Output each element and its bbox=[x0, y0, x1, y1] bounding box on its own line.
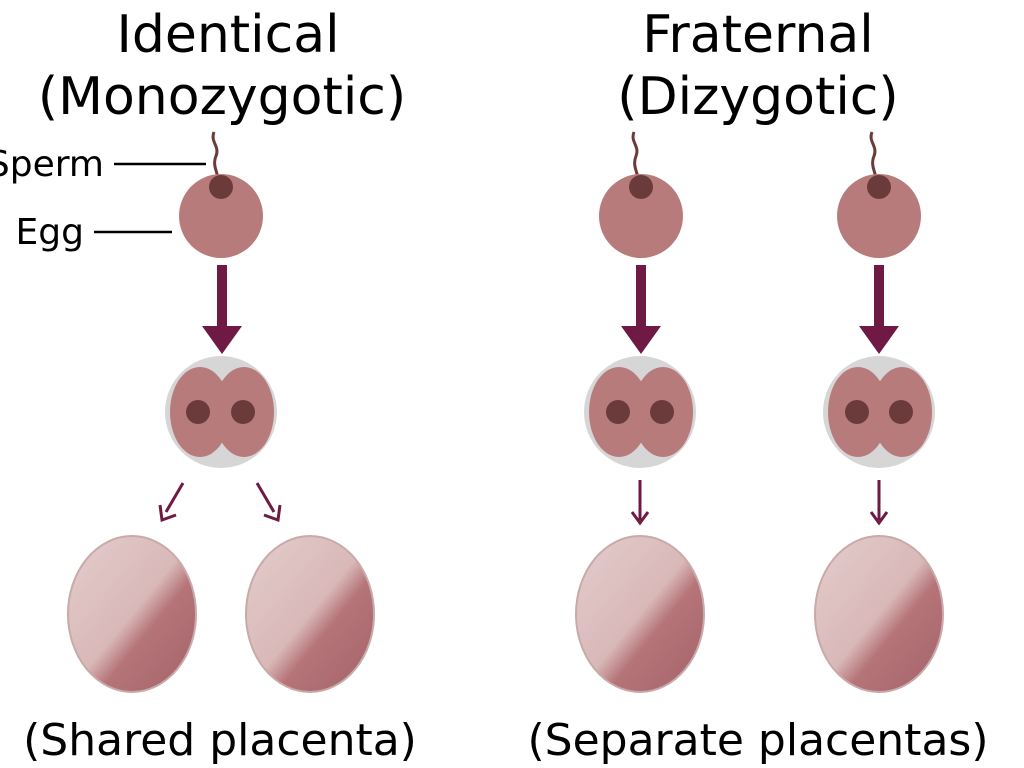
nucleus-left bbox=[186, 400, 210, 424]
nucleus-right bbox=[650, 400, 674, 424]
sperm-tail bbox=[211, 131, 220, 181]
sperm-nucleus bbox=[209, 175, 233, 199]
nucleus-left bbox=[845, 400, 869, 424]
fraternal-two-cell-embryo-2 bbox=[823, 356, 935, 468]
identical-fertilized-egg bbox=[179, 131, 263, 258]
egg-cell bbox=[179, 174, 263, 258]
identical-caption: (Shared placenta) bbox=[23, 715, 417, 766]
sperm-tail bbox=[869, 131, 878, 181]
sperm-nucleus bbox=[867, 175, 891, 199]
sperm-nucleus bbox=[629, 175, 653, 199]
fraternal-title-line1: Fraternal bbox=[642, 5, 874, 65]
fraternal-fertilized-egg-1 bbox=[599, 131, 683, 258]
nucleus-right bbox=[231, 400, 255, 424]
fraternal-arrow-down-1 bbox=[621, 265, 661, 354]
identical-arrow-down bbox=[202, 265, 242, 354]
fraternal-two-cell-embryo-1 bbox=[584, 356, 696, 468]
identical-split-arrows bbox=[158, 482, 282, 523]
fraternal-small-arrow-2 bbox=[869, 480, 889, 526]
identical-placenta-right bbox=[245, 535, 375, 693]
fraternal-arrow-down-2 bbox=[859, 265, 899, 354]
nucleus-left bbox=[606, 400, 630, 424]
nucleus-right bbox=[889, 400, 913, 424]
sperm-tail bbox=[631, 131, 640, 181]
egg-cell bbox=[837, 174, 921, 258]
egg-cell bbox=[599, 174, 683, 258]
egg-label: Egg bbox=[16, 212, 84, 253]
fraternal-small-arrow-1 bbox=[630, 480, 650, 526]
sperm-label: Sperm bbox=[0, 144, 104, 185]
identical-two-cell-embryo bbox=[165, 356, 277, 468]
identical-title-line1: Identical bbox=[116, 5, 339, 65]
identical-title-line2: (Monozygotic) bbox=[38, 67, 406, 127]
fraternal-title-line2: (Dizygotic) bbox=[617, 67, 898, 127]
fraternal-placenta-1 bbox=[575, 535, 705, 693]
fraternal-caption: (Separate placentas) bbox=[528, 715, 989, 766]
identical-placenta-left bbox=[67, 535, 197, 693]
fraternal-fertilized-egg-2 bbox=[837, 131, 921, 258]
split-arrow-left bbox=[164, 482, 185, 513]
fraternal-placenta-2 bbox=[814, 535, 944, 693]
split-arrow-right bbox=[255, 482, 276, 513]
